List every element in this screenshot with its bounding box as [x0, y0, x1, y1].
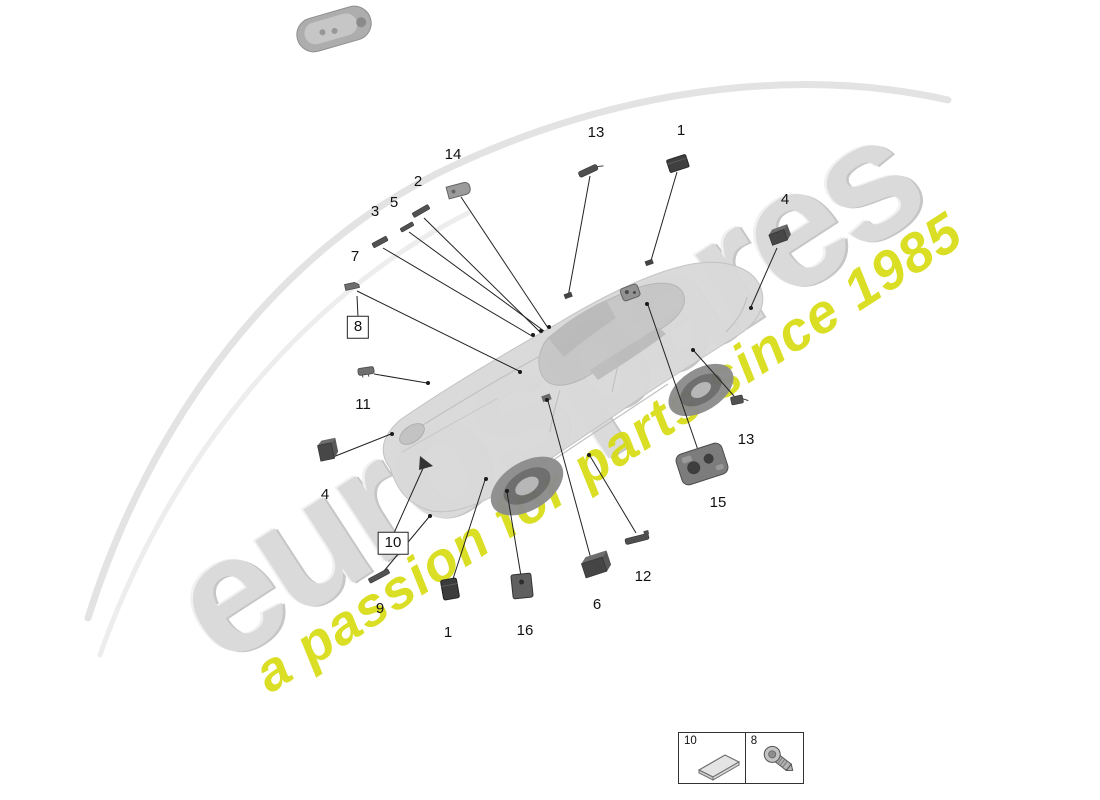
gasket-pad-icon [697, 754, 741, 781]
callout-8[interactable]: 8 [346, 315, 370, 339]
callout-3[interactable]: 3 [370, 202, 380, 220]
part-icon-13-right[interactable] [730, 394, 749, 406]
leader-lines [332, 171, 778, 583]
legend-item-10[interactable]: 10 [679, 733, 745, 783]
callout-13-top[interactable]: 13 [587, 123, 605, 141]
callout-4-left[interactable]: 4 [320, 485, 330, 503]
part-icon-9[interactable] [368, 568, 390, 584]
callout-10[interactable]: 10 [377, 531, 409, 555]
callout-2[interactable]: 2 [413, 172, 423, 190]
part-icon-16[interactable] [510, 572, 534, 600]
callout-1-top[interactable]: 1 [676, 121, 686, 139]
legend-box: 10 8 [678, 732, 804, 784]
part-icon-4-right[interactable] [767, 224, 792, 246]
part-icon-15[interactable] [674, 441, 730, 486]
legend-item-8-label: 8 [750, 735, 758, 747]
callout-5[interactable]: 5 [389, 193, 399, 211]
screw-icon [763, 745, 794, 772]
car-graphic [382, 261, 764, 516]
callout-7[interactable]: 7 [350, 247, 360, 265]
callout-11[interactable]: 11 [355, 395, 371, 413]
part-icon-7[interactable] [344, 282, 360, 291]
callout-15[interactable]: 15 [709, 493, 727, 511]
legend-item-10-label: 10 [684, 735, 697, 747]
callout-9[interactable]: 9 [375, 599, 385, 617]
callout-14[interactable]: 14 [444, 145, 462, 163]
part-icon-12[interactable] [624, 530, 650, 545]
part-icon-5[interactable] [400, 221, 414, 233]
callout-13-right[interactable]: 13 [737, 430, 755, 448]
callout-6[interactable]: 6 [592, 595, 602, 613]
callout-16[interactable]: 16 [516, 621, 534, 639]
callout-1-bottom[interactable]: 1 [443, 623, 453, 641]
vehicle-key-graphic[interactable] [293, 2, 375, 56]
part-icon-1-bottom[interactable] [440, 577, 460, 601]
part-icon-14[interactable] [445, 181, 471, 200]
part-icon-11[interactable] [357, 366, 375, 378]
part-icon-1-top[interactable] [666, 154, 690, 173]
legend-item-8[interactable]: 8 [744, 733, 803, 783]
part-icon-4-left[interactable] [317, 437, 340, 462]
roof-antenna-module [619, 283, 641, 302]
part-icon-2[interactable] [412, 204, 430, 218]
callout-12[interactable]: 12 [634, 567, 652, 585]
callout-4-right[interactable]: 4 [780, 190, 790, 208]
part-icon-13-top[interactable] [578, 161, 604, 178]
part-icon-3[interactable] [371, 236, 389, 248]
attachment-dots [390, 258, 753, 518]
part-icon-6[interactable] [580, 550, 613, 579]
